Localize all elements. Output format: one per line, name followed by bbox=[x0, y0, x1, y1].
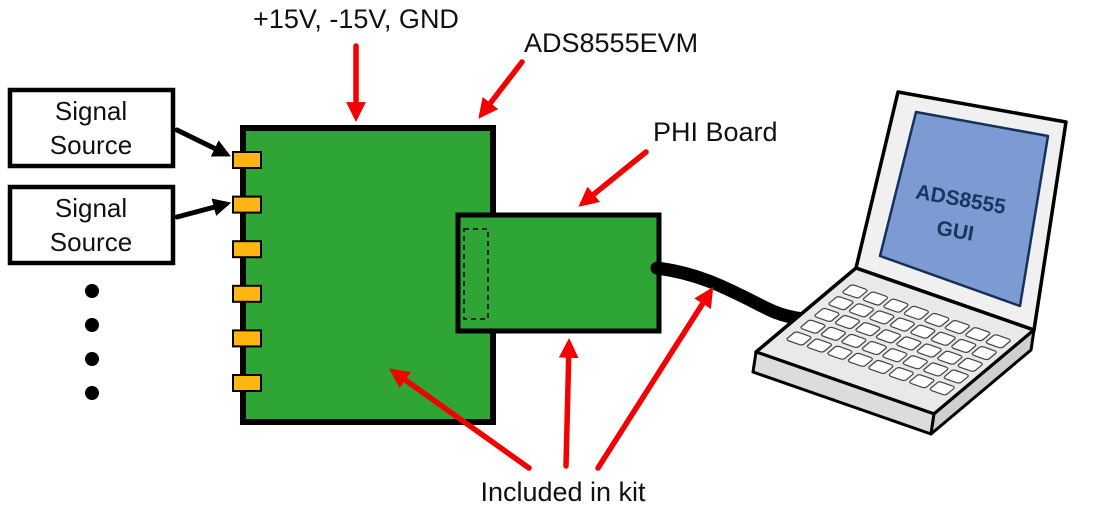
keyboard-key bbox=[868, 360, 895, 374]
keyboard-key bbox=[882, 348, 909, 362]
phi-arrow bbox=[578, 149, 649, 207]
keyboard-key bbox=[841, 334, 868, 348]
keyboard-key bbox=[814, 308, 841, 322]
keyboard-key bbox=[923, 362, 950, 376]
keyboard-key bbox=[985, 334, 1012, 348]
phi-board bbox=[455, 212, 662, 334]
evm-input-connectors bbox=[232, 151, 262, 392]
phi-connector-outline bbox=[463, 228, 489, 320]
keyboard-key bbox=[861, 341, 888, 355]
kit-arrow-cable bbox=[595, 286, 714, 471]
keyboard-key bbox=[937, 351, 964, 365]
kit-arrow-evm bbox=[389, 368, 532, 471]
power-label: +15V, -15V, GND bbox=[253, 4, 459, 34]
keyboard-key bbox=[848, 303, 875, 317]
laptop-side-edge bbox=[929, 328, 1036, 436]
keyboard-key bbox=[889, 317, 916, 331]
keyboard-key bbox=[847, 353, 874, 367]
keyboard-key bbox=[827, 346, 854, 360]
keyboard-key bbox=[820, 327, 847, 341]
input-connector bbox=[232, 374, 262, 392]
ellipsis-dot bbox=[85, 318, 99, 332]
signal-source-box-2: Signal Source bbox=[7, 184, 176, 266]
kit-label: Included in kit bbox=[480, 477, 646, 507]
keyboard-key bbox=[842, 284, 869, 298]
keyboard-key bbox=[971, 346, 998, 360]
keyboard-key bbox=[903, 306, 930, 320]
more-sources-ellipsis bbox=[85, 284, 99, 400]
keyboard-key bbox=[862, 291, 889, 305]
keyboard-key bbox=[916, 343, 943, 357]
keyboard-key bbox=[883, 299, 910, 313]
input-connector bbox=[232, 151, 262, 169]
keyboard-key bbox=[875, 329, 902, 343]
kit-arrow-phi bbox=[558, 338, 579, 469]
keyboard-key bbox=[957, 358, 984, 372]
input-connector bbox=[232, 195, 262, 214]
ellipsis-dot bbox=[85, 284, 99, 298]
evm-arrow bbox=[478, 59, 525, 119]
keyboard-key bbox=[910, 325, 937, 339]
keyboard-key bbox=[944, 320, 971, 334]
phi-label: PHI Board bbox=[653, 117, 778, 147]
signal-source-frame bbox=[7, 87, 176, 169]
keyboard-key bbox=[869, 310, 896, 324]
input-connector bbox=[232, 240, 262, 259]
ellipsis-dot bbox=[85, 386, 99, 400]
keyboard-key bbox=[855, 322, 882, 336]
signal-source-box-1: Signal Source bbox=[7, 87, 176, 169]
keyboard-key bbox=[786, 331, 813, 345]
input-connector bbox=[232, 329, 262, 348]
ellipsis-dot bbox=[85, 352, 99, 366]
signal-source-frame bbox=[7, 184, 176, 266]
keyboard-key bbox=[806, 338, 833, 352]
phi-board-body bbox=[455, 212, 662, 334]
keyboard-key bbox=[828, 296, 855, 310]
keyboard-key bbox=[888, 367, 915, 381]
input-connector bbox=[232, 284, 262, 303]
signal-source-label: Source bbox=[50, 227, 132, 257]
laptop-screen bbox=[878, 110, 1050, 308]
keyboard-key bbox=[929, 381, 956, 395]
keyboard-key bbox=[902, 355, 929, 369]
signal-source-label: Signal bbox=[55, 96, 127, 126]
keyboard-key bbox=[834, 315, 861, 329]
keyboard-key bbox=[924, 313, 951, 327]
laptop: ADS8555 GUI bbox=[751, 90, 1068, 436]
signal-arrow-1 bbox=[174, 127, 231, 157]
laptop-keyboard bbox=[786, 284, 1012, 395]
keyboard-key bbox=[951, 339, 978, 353]
signal-source-label: Signal bbox=[55, 193, 127, 223]
evm-label: ADS8555EVM bbox=[524, 28, 698, 58]
keyboard-key bbox=[800, 320, 827, 334]
keyboard-key bbox=[909, 374, 936, 388]
keyboard-key bbox=[965, 327, 992, 341]
signal-arrow-2 bbox=[174, 198, 232, 220]
keyboard-key bbox=[896, 336, 923, 350]
keyboard-key bbox=[943, 370, 970, 384]
evm-board bbox=[240, 125, 496, 425]
signal-source-label: Source bbox=[50, 130, 132, 160]
keyboard-key bbox=[930, 332, 957, 346]
